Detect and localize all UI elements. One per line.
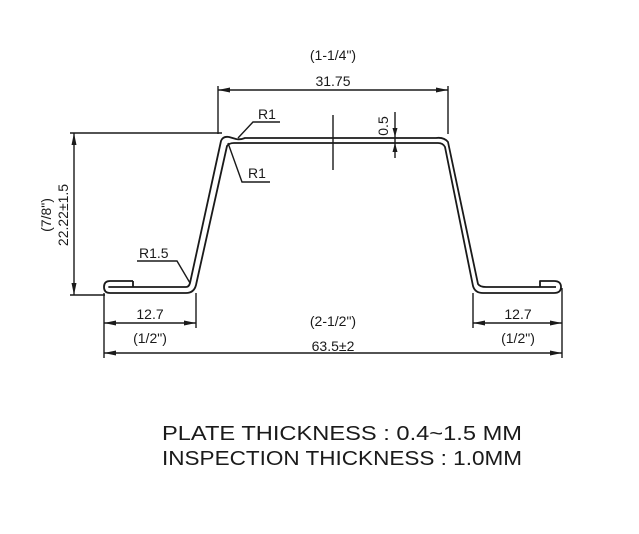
plate-thickness-note: PLATE THICKNESS : 0.4~1.5 MM — [162, 423, 522, 445]
offset-dimension — [392, 112, 398, 158]
radius-top-outer: R1 — [258, 106, 276, 122]
top-width-inch: (1-1/4") — [310, 47, 356, 63]
right-flange-mm: 12.7 — [504, 306, 531, 322]
radius-leader-top — [237, 121, 280, 139]
left-flange-mm: 12.7 — [136, 306, 163, 322]
top-width-mm: 31.75 — [315, 73, 350, 89]
height-inch: (7/8") — [38, 198, 54, 232]
inspection-thickness-note: INSPECTION THICKNESS : 1.0MM — [162, 448, 522, 470]
radius-leader-inner — [227, 142, 270, 183]
left-flange-inch: (1/2") — [133, 330, 167, 346]
channel-profile — [103, 135, 562, 294]
radius-leader-bottom — [137, 260, 191, 284]
top-width-dimension — [217, 86, 449, 134]
height-mm: 22.22±1.5 — [55, 184, 71, 246]
bottom-dimensions — [103, 288, 563, 358]
radius-bottom: R1.5 — [139, 245, 169, 261]
radius-top-inner: R1 — [248, 165, 266, 181]
total-width-mm: 63.5±2 — [312, 338, 355, 354]
offset-value: 0.5 — [375, 116, 391, 136]
right-flange-inch: (1/2") — [501, 330, 535, 346]
height-dimension — [70, 132, 222, 296]
total-width-inch: (2-1/2") — [310, 313, 356, 329]
